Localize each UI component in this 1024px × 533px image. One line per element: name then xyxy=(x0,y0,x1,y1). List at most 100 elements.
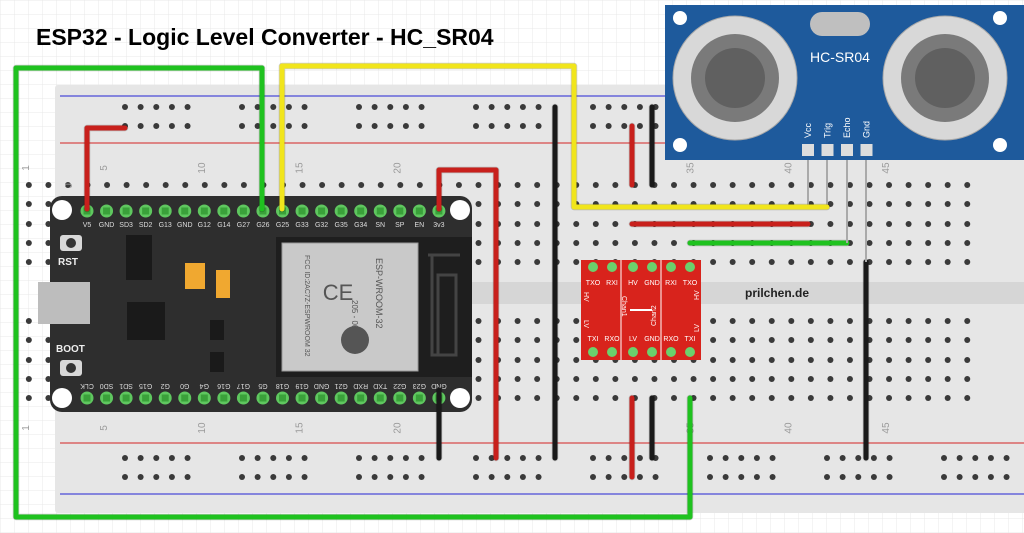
pin-pad xyxy=(83,394,91,402)
breadboard-hole xyxy=(944,182,951,188)
breadboard-hole xyxy=(201,182,208,188)
sensor-pin-vcc xyxy=(802,144,814,156)
breadboard-hole xyxy=(964,182,971,188)
rail-hole xyxy=(137,104,144,110)
breadboard-hole xyxy=(749,357,756,363)
breadboard-hole xyxy=(710,376,717,382)
breadboard-hole xyxy=(768,318,775,324)
breadboard-hole xyxy=(514,182,521,188)
pin-pad xyxy=(298,207,306,215)
breadboard-hole xyxy=(964,240,971,246)
rail-hole xyxy=(168,104,175,110)
breadboard-hole xyxy=(25,395,32,401)
breadboard-hole xyxy=(827,259,834,265)
pin-pad xyxy=(239,394,247,402)
breadboard-hole xyxy=(905,201,912,207)
breadboard-hole xyxy=(514,240,521,246)
rail-hole xyxy=(137,474,144,480)
rail-hole xyxy=(153,123,160,129)
breadboard-hole xyxy=(827,376,834,382)
column-label: 5 xyxy=(99,425,110,431)
rail-hole xyxy=(301,455,308,461)
breadboard-hole xyxy=(534,201,541,207)
converter-pin-lv xyxy=(628,347,638,357)
pin-pad xyxy=(220,394,228,402)
breadboard-hole xyxy=(475,357,482,363)
rail-hole xyxy=(402,455,409,461)
breadboard-hole xyxy=(710,395,717,401)
breadboard-hole xyxy=(964,395,971,401)
rail-hole xyxy=(956,455,963,461)
antenna xyxy=(428,253,460,357)
breadboard-hole xyxy=(827,182,834,188)
rail-hole xyxy=(356,455,362,461)
breadboard-hole xyxy=(612,395,619,401)
breadboard-hole xyxy=(514,221,521,227)
rail-hole xyxy=(122,455,128,461)
breadboard-hole xyxy=(886,182,893,188)
rail-hole xyxy=(488,123,495,129)
breadboard-hole xyxy=(45,259,52,265)
breadboard-hole xyxy=(592,395,599,401)
breadboard-hole xyxy=(573,357,580,363)
breadboard-hole xyxy=(710,357,717,363)
breadboard-hole xyxy=(534,259,541,265)
rail-hole xyxy=(605,104,612,110)
breadboard-hole xyxy=(534,221,541,227)
column-label: 40 xyxy=(783,422,794,434)
breadboard-hole xyxy=(905,240,912,246)
rail-hole xyxy=(652,474,659,480)
breadboard-hole xyxy=(944,357,951,363)
breadboard-hole xyxy=(944,318,951,324)
rail-hole xyxy=(356,104,362,110)
rail-hole xyxy=(590,123,596,129)
rail-hole xyxy=(519,455,526,461)
rail-hole xyxy=(488,104,495,110)
breadboard-hole xyxy=(768,357,775,363)
breadboard-hole xyxy=(964,318,971,324)
breadboard-hole xyxy=(25,357,32,363)
breadboard-hole xyxy=(671,240,677,246)
breadboard-hole xyxy=(475,376,482,382)
breadboard-hole xyxy=(573,221,580,227)
module-label: ESP-WROOM-32 xyxy=(374,258,384,329)
rail-hole xyxy=(605,455,612,461)
breadboard-hole xyxy=(671,395,677,401)
breadboard-hole xyxy=(866,221,873,227)
mounting-hole xyxy=(52,388,72,408)
pin-label: G13 xyxy=(159,222,172,229)
converter-pin-hv xyxy=(628,262,638,272)
rail-hole xyxy=(956,474,963,480)
converter-pin-gnd xyxy=(647,262,657,272)
pin-pad xyxy=(122,394,130,402)
breadboard-hole xyxy=(964,376,971,382)
rail-hole xyxy=(722,474,729,480)
rail-hole xyxy=(473,474,479,480)
breadboard-hole xyxy=(846,337,853,343)
breadboard-hole xyxy=(358,182,365,188)
rail-hole xyxy=(769,455,776,461)
breadboard-hole xyxy=(905,259,912,265)
rail-hole xyxy=(270,123,277,129)
breadboard-hole xyxy=(573,337,580,343)
rail-hole xyxy=(270,104,277,110)
rail-hole xyxy=(122,474,128,480)
rail-hole xyxy=(371,474,378,480)
column-label: 1 xyxy=(21,425,32,431)
rail-hole xyxy=(824,455,830,461)
rail-hole xyxy=(987,455,994,461)
pin-label: G26 xyxy=(256,222,269,229)
mounting-hole xyxy=(52,200,72,220)
breadboard-hole xyxy=(534,182,541,188)
rail-hole xyxy=(168,474,175,480)
rail-hole xyxy=(418,455,425,461)
pin-label: G16 xyxy=(217,382,230,389)
rail-hole xyxy=(504,104,511,110)
breadboard-hole xyxy=(729,395,736,401)
rail-hole xyxy=(402,123,409,129)
breadboard-hole xyxy=(846,259,853,265)
side-label-lv: LV xyxy=(694,324,701,332)
breadboard-hole xyxy=(749,395,756,401)
